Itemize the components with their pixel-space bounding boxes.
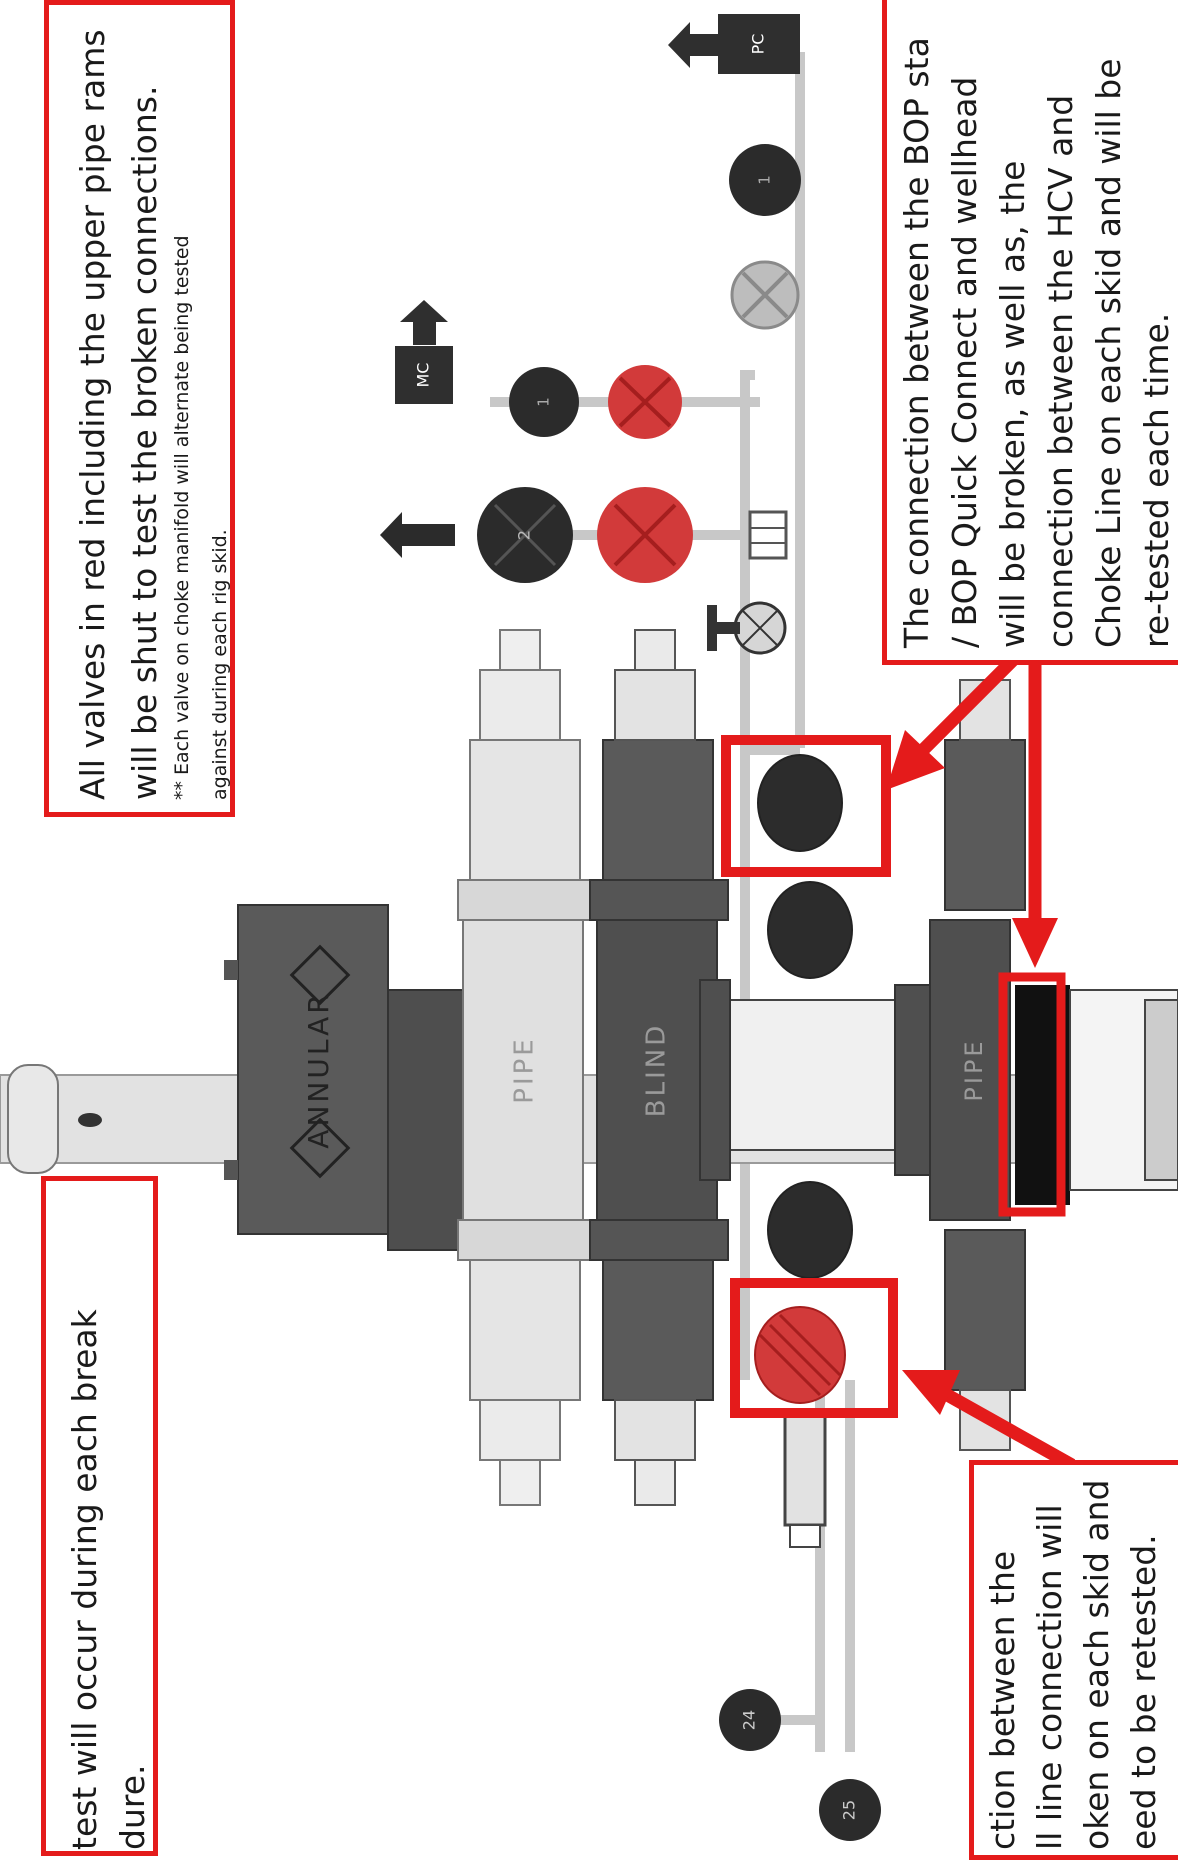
callout-bop-connection-line5: Choke Line on each skid and will be: [1089, 58, 1128, 648]
callout-kill-line-line4: eed to be retested.: [1124, 1534, 1163, 1850]
valve-1-pc-label: 1: [756, 175, 774, 185]
highlight-quick-connect: [998, 972, 1066, 1217]
top-line-arrow-icon: [380, 512, 455, 558]
callout-kill-line-line1: ction between the: [983, 1550, 1022, 1850]
callout-bop-connection-line1: The connection between the BOP sta: [897, 37, 936, 648]
valve-24-label: 24: [740, 1710, 759, 1730]
valve-24: [719, 1689, 781, 1751]
callout-valves-shut-line2: will be shut to test the broken connecti…: [125, 85, 164, 800]
callout-valves-shut-note2: against during each rig skid.: [209, 529, 231, 800]
callout-kill-line: [969, 1460, 1178, 1860]
valve-25: [819, 1779, 881, 1841]
callout-kill-line-line2: ll line connection will: [1030, 1504, 1069, 1850]
quick-connect: [1015, 985, 1178, 1205]
upper-pipe-label: PIPE: [510, 1036, 540, 1103]
valve-1-mc-label: 1: [535, 397, 553, 407]
callout-test-each-break-line2: dure.: [113, 1764, 152, 1851]
callout-valves-shut-line1: All valves in red including the upper pi…: [73, 29, 112, 800]
callout-test-each-break-line1: test will occur during each break: [65, 1309, 104, 1850]
highlight-kill-line: [730, 1278, 898, 1418]
callout-valves-shut: [44, 0, 235, 817]
upper-pipe-rams: PIPE: [457, 629, 597, 1506]
valve-2-label: 2: [515, 530, 534, 540]
blind-label: BLIND: [642, 1023, 672, 1117]
annular-preventer: ANNULAR: [224, 904, 464, 1251]
valve-25-label: 25: [840, 1800, 859, 1820]
blind-rams: BLIND: [589, 629, 729, 1506]
flange-connector: [748, 510, 788, 560]
mc-box: MC: [395, 346, 453, 404]
callout-kill-line-line3: oken on each skid and: [1077, 1479, 1116, 1851]
gauge-valve: [707, 601, 787, 655]
arrow-to-kill-line-icon: [902, 1370, 1076, 1471]
valve-1-pc: [729, 144, 801, 216]
callout-bop-connection-line6: re-tested each time.: [1137, 312, 1176, 648]
annular-label: ANNULAR: [302, 991, 335, 1148]
pc-label: PC: [749, 34, 768, 55]
callout-bop-connection-line2: / BOP Quick Connect and wellhead: [945, 76, 984, 648]
mc-label: MC: [414, 363, 433, 388]
highlight-hcv-choke: [721, 735, 891, 877]
lower-pipe-rams: PIPE: [929, 679, 1026, 1451]
pc-box: PC: [718, 14, 800, 74]
callout-bop-connection-line3: will be broken, as well as, the: [993, 160, 1032, 648]
callout-test-each-break: [41, 1176, 158, 1856]
pc-arrow-icon: [668, 22, 718, 68]
mc-arrow-icon: [400, 300, 448, 345]
callout-valves-shut-note1: ** Each valve on choke manifold will alt…: [171, 235, 193, 800]
lower-pipe-label: PIPE: [960, 1038, 988, 1101]
arrow-to-quick-connect-icon: [1012, 638, 1058, 968]
mud-cross: [699, 754, 931, 1548]
callout-bop-connection-line4: connection between the HCV and: [1041, 94, 1080, 648]
callout-bop-connection: [882, 0, 1178, 665]
valve-1-mc: [509, 367, 579, 437]
